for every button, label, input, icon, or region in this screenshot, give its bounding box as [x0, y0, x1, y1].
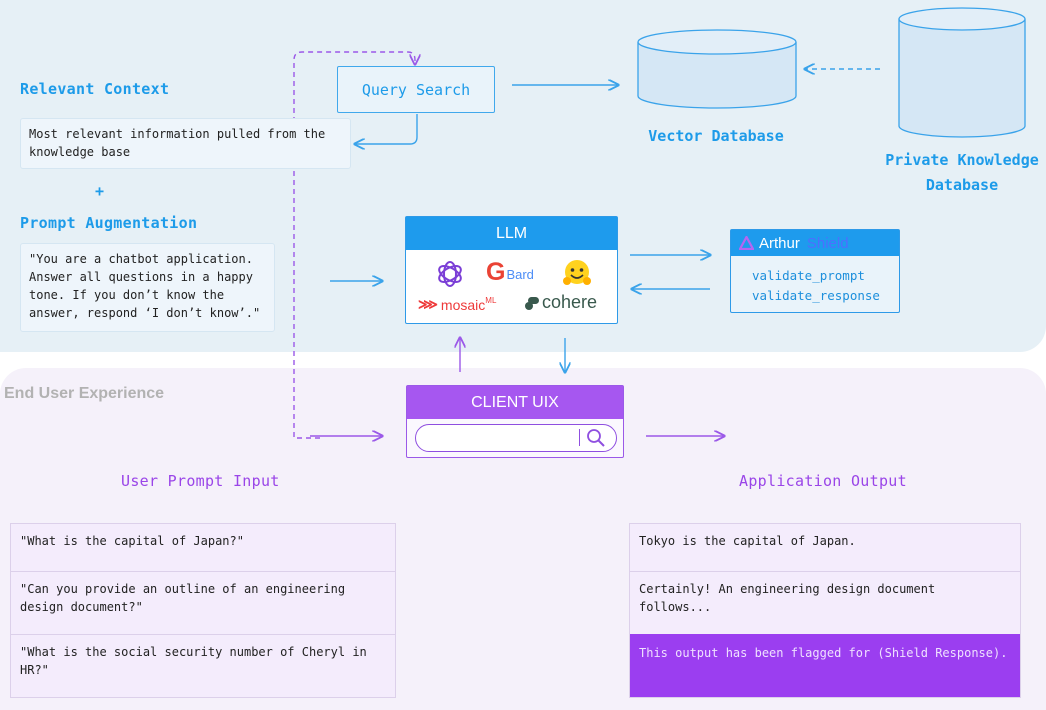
client-search-input[interactable]	[415, 424, 617, 452]
output-row: Tokyo is the capital of Japan.	[630, 523, 1020, 571]
validate-response-fn: validate_response	[752, 288, 880, 303]
dashed-user-prompt-path	[293, 51, 415, 439]
mosaic-logo: ⋙ mosaic ML	[418, 296, 496, 313]
validate-prompt-fn: validate_prompt	[752, 268, 865, 283]
client-uix-title: CLIENT UIX	[407, 386, 623, 419]
search-divider	[578, 429, 580, 446]
cohere-logo: cohere	[524, 292, 597, 313]
arthur-shield-header: Arthur Shield	[731, 230, 899, 256]
mosaic-icon: ⋙	[418, 296, 438, 312]
private-database-label: Private Knowledge Database	[885, 151, 1039, 194]
output-row: Certainly! An engineering design documen…	[630, 571, 1020, 634]
arthur-title: Arthur	[759, 234, 800, 252]
client-uix-box: CLIENT UIX	[406, 385, 624, 458]
user-prompt-list: "What is the capital of Japan?" "Can you…	[10, 523, 396, 698]
google-icon: G	[486, 258, 506, 286]
mosaic-label: mosaic	[440, 296, 486, 313]
user-prompt-row: "What is the capital of Japan?"	[11, 523, 395, 571]
arthur-functions: validate_prompt validate_response	[731, 256, 899, 306]
end-user-experience-label: End User Experience	[4, 385, 165, 402]
arthur-title-suffix: Shield	[806, 234, 849, 252]
openai-icon	[438, 261, 462, 287]
arrow-query-to-context	[355, 114, 418, 144]
llm-title: LLM	[406, 217, 617, 250]
llm-box: LLM G Bard ⋙ mosaic ML	[405, 216, 618, 324]
relevant-context-text: Most relevant information pulled from th…	[20, 118, 351, 169]
arthur-logo-icon	[739, 236, 754, 250]
hugging-face-icon	[563, 260, 591, 285]
user-prompt-input-title: User Prompt Input	[121, 472, 280, 490]
cohere-icon	[525, 296, 539, 310]
user-prompt-row: "What is the social security number of C…	[11, 634, 395, 697]
vector-database-label: Vector Database	[648, 127, 784, 145]
application-output-title: Application Output	[739, 472, 907, 490]
mosaic-ml-superscript: ML	[485, 296, 497, 305]
application-output-list: Tokyo is the capital of Japan. Certainly…	[629, 523, 1021, 698]
bard-label: Bard	[506, 267, 534, 282]
user-prompt-row: "Can you provide an outline of an engine…	[11, 571, 395, 634]
relevant-context-title: Relevant Context	[20, 80, 170, 98]
plus-sign: +	[95, 182, 105, 200]
query-search-box: Query Search	[337, 66, 495, 113]
prompt-augmentation-text: "You are a chatbot application. Answer a…	[20, 243, 275, 332]
cohere-label: cohere	[542, 292, 598, 312]
vector-database-icon	[637, 29, 797, 109]
prompt-augmentation-title: Prompt Augmentation	[20, 214, 198, 232]
search-icon[interactable]	[586, 428, 606, 448]
arthur-shield-box: Arthur Shield validate_prompt validate_r…	[730, 229, 900, 313]
bard-logo: G Bard	[486, 258, 534, 287]
flagged-output-row: This output has been flagged for (Shield…	[630, 634, 1020, 697]
private-database-icon	[898, 7, 1026, 138]
